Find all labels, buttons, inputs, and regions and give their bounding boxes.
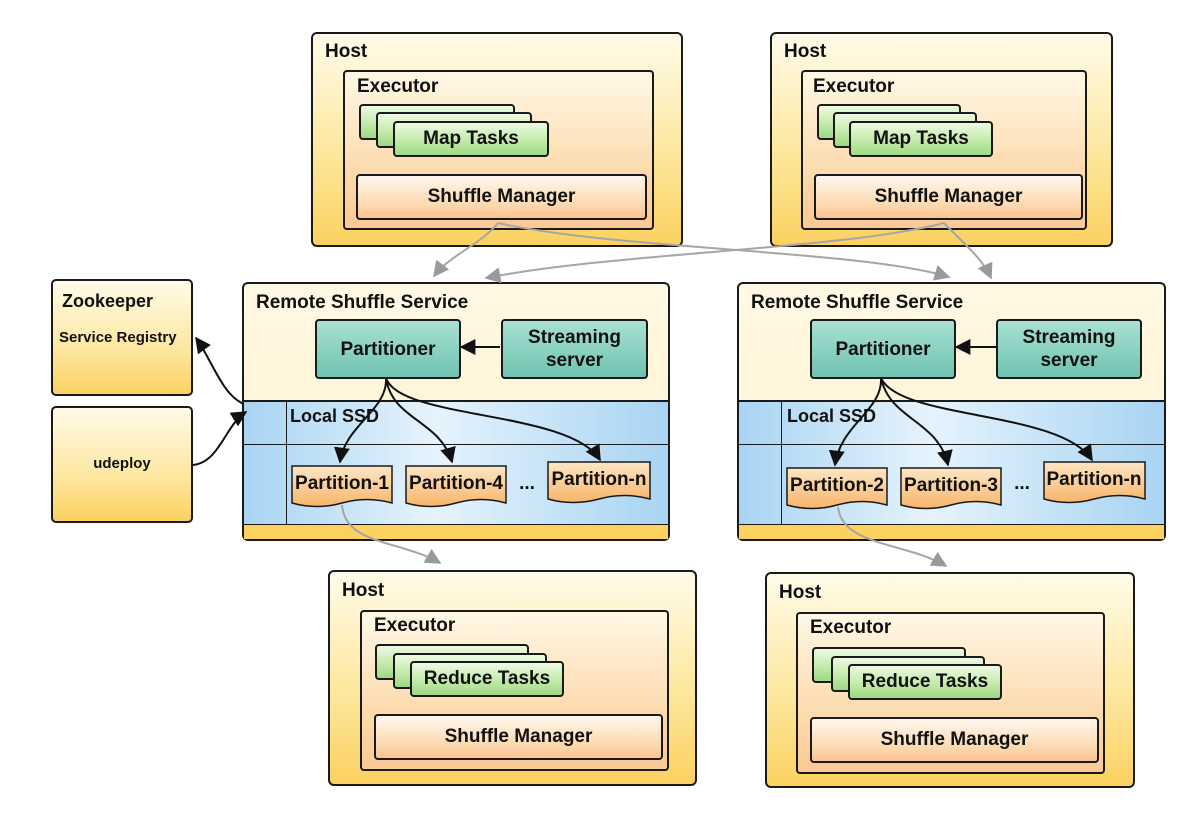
- executor: Executor Map Tasks Shuffle Manager: [343, 70, 654, 230]
- streaming-server: Streaming server: [501, 319, 648, 379]
- flow-arrow: [433, 222, 499, 278]
- ssd-divider: [781, 402, 782, 526]
- zookeeper-box: Zookeeper Service Registry: [51, 279, 193, 396]
- executor-title: Executor: [813, 76, 895, 97]
- partition-shape: [786, 467, 888, 510]
- flow-arrow: [943, 222, 993, 280]
- ssd-divider: [286, 402, 287, 526]
- partitioner: Partitioner: [810, 319, 956, 379]
- arrow-partitioner-to-partition: [385, 377, 456, 464]
- map-tasks: Map Tasks: [849, 121, 993, 157]
- arrow-to-zookeeper: [195, 336, 245, 405]
- rss-title: Remote Shuffle Service: [256, 292, 469, 313]
- udeploy-label: udeploy: [93, 455, 151, 472]
- shuffle-manager: Shuffle Manager: [810, 717, 1099, 763]
- partition-shape: [405, 465, 507, 508]
- reduce-tasks: Reduce Tasks: [848, 664, 1002, 700]
- arrow-partitioner-to-partition: [880, 377, 1093, 462]
- partition-label: Partition-n: [1047, 469, 1142, 490]
- host-bottom-left: Host Executor Reduce Tasks Shuffle Manag…: [328, 570, 697, 786]
- partition-label: Partition-n: [552, 469, 647, 490]
- ellipsis: ...: [519, 473, 535, 494]
- host-top-right: Host Executor Map Tasks Shuffle Manager: [770, 32, 1113, 247]
- shuffle-manager: Shuffle Manager: [374, 714, 663, 760]
- flow-arrow: [484, 222, 945, 284]
- executor-title: Executor: [357, 76, 439, 97]
- host-title: Host: [779, 582, 822, 603]
- host-title: Host: [325, 41, 368, 62]
- rss-title: Remote Shuffle Service: [751, 292, 964, 313]
- partition-shape: [900, 467, 1002, 510]
- rss-footer-band: [244, 524, 668, 539]
- shuffle-manager: Shuffle Manager: [356, 174, 647, 220]
- reduce-tasks: Reduce Tasks: [410, 661, 564, 697]
- host-bottom-right: Host Executor Reduce Tasks Shuffle Manag…: [765, 572, 1135, 788]
- shuffle-manager: Shuffle Manager: [814, 174, 1083, 220]
- arrow-partitioner-to-partition: [828, 377, 883, 467]
- flow-arrow: [497, 222, 951, 281]
- local-ssd-label: Local SSD: [290, 406, 380, 426]
- host-title: Host: [342, 580, 385, 601]
- ellipsis: ...: [1014, 473, 1030, 494]
- service-registry-label: Service Registry: [59, 329, 177, 346]
- arrow-udeploy-to-ssd: [192, 411, 248, 466]
- partition-shape: [1043, 461, 1146, 504]
- executor-title: Executor: [810, 617, 892, 638]
- rss-footer-band: [739, 524, 1164, 539]
- partition-shape: [547, 461, 651, 504]
- map-tasks: Map Tasks: [393, 121, 549, 157]
- zookeeper-title: Zookeeper: [62, 291, 154, 311]
- partition-shape: [291, 465, 393, 508]
- executor: Executor Map Tasks Shuffle Manager: [801, 70, 1087, 230]
- partition-label: Partition-3: [904, 475, 998, 496]
- partition-label: Partition-1: [295, 473, 389, 494]
- partition-label: Partition-2: [790, 475, 884, 496]
- executor: Executor Reduce Tasks Shuffle Manager: [360, 610, 669, 771]
- arrow-partitioner-to-partition: [385, 377, 601, 462]
- flow-arrow: [837, 506, 948, 567]
- flow-arrow: [341, 504, 442, 564]
- ssd-divider: [739, 444, 1164, 445]
- executor-title: Executor: [374, 615, 456, 636]
- host-title: Host: [784, 41, 827, 62]
- executor: Executor Reduce Tasks Shuffle Manager: [796, 612, 1105, 774]
- arrow-partitioner-to-partition: [334, 377, 388, 464]
- ssd-divider: [244, 444, 668, 445]
- local-ssd-label: Local SSD: [787, 406, 877, 426]
- arrow-partitioner-to-partition: [880, 377, 953, 467]
- udeploy-box: udeploy: [51, 406, 193, 523]
- partitioner: Partitioner: [315, 319, 461, 379]
- partition-label: Partition-4: [409, 473, 503, 494]
- streaming-server: Streaming server: [996, 319, 1142, 379]
- host-top-left: Host Executor Map Tasks Shuffle Manager: [311, 32, 683, 247]
